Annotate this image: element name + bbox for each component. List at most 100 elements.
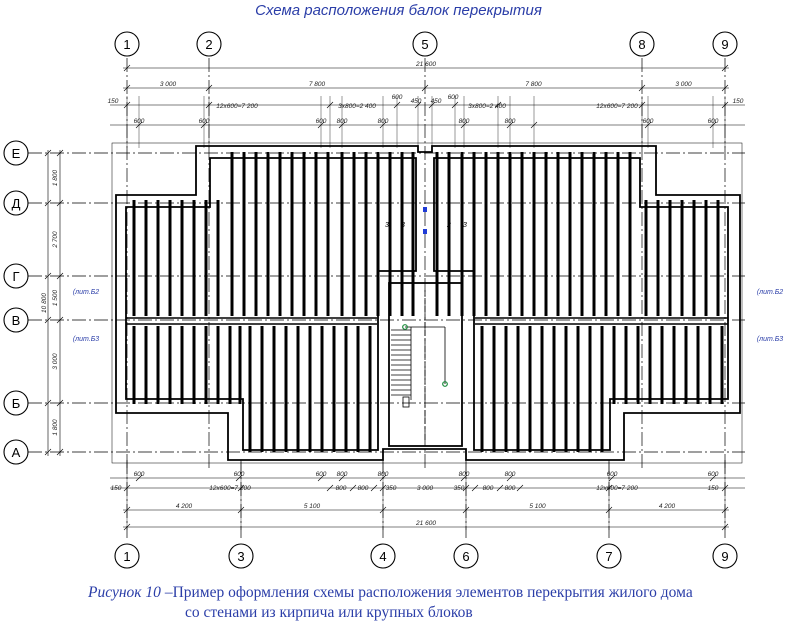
dim-tick — [608, 474, 616, 482]
dim-label: 600 — [134, 471, 145, 478]
axis-bubble-label: 1 — [123, 549, 130, 564]
dim-tick — [44, 448, 52, 456]
axis-bubble — [228, 543, 254, 569]
dim-label: 800 — [358, 485, 369, 492]
dim-label: 3 000 — [160, 81, 177, 88]
dim-label: 3x800=2 400 — [468, 103, 506, 110]
dim-label: 3 000 — [52, 353, 59, 370]
beam-tag: 3 — [463, 222, 467, 229]
outer-wall — [115, 145, 741, 461]
dim-tick — [326, 484, 334, 492]
dim-label: 800 — [337, 118, 348, 125]
beam-tag: 2 — [446, 222, 451, 229]
dim-label: 1 800 — [52, 419, 59, 436]
dim-tick — [349, 484, 357, 492]
dim-tick — [56, 149, 64, 157]
dim-label: 21 600 — [415, 520, 436, 527]
dim-tick — [496, 484, 504, 492]
axis-bubble — [629, 31, 655, 57]
sheet-frame — [111, 142, 743, 464]
dim-label: 7 800 — [525, 81, 542, 88]
dim-tick — [56, 448, 64, 456]
dim-label: 21 600 — [415, 61, 436, 68]
dim-tick — [56, 272, 64, 280]
dim-tick — [44, 316, 52, 324]
beam-tag: 3 — [385, 222, 389, 229]
dim-label: 7 800 — [309, 81, 326, 88]
dim-label: 3 000 — [417, 485, 434, 492]
dim-label: 3x800=2 400 — [338, 103, 376, 110]
dim-label: 800 — [505, 471, 516, 478]
axis-bubble — [370, 543, 396, 569]
axis-bubble-label: 4 — [379, 549, 386, 564]
axis-bubble — [114, 543, 140, 569]
dim-tick — [44, 199, 52, 207]
dim-label: 350 — [454, 485, 465, 492]
dim-label: 2 700 — [52, 231, 59, 249]
dim-tick — [421, 84, 429, 92]
beam-tag: 3 — [401, 222, 405, 229]
dim-tick — [135, 474, 143, 482]
dim-label: 800 — [337, 471, 348, 478]
dim-label: 800 — [336, 485, 347, 492]
axis-bubble — [196, 31, 222, 57]
sheet-ref-label: (лит.Б2 — [757, 289, 783, 296]
dim-tick — [721, 84, 729, 92]
dim-tick — [123, 84, 131, 92]
dim-tick — [506, 474, 514, 482]
dim-tick — [370, 484, 378, 492]
dim-label: 600 — [134, 118, 145, 125]
floor-beams — [132, 152, 724, 452]
axis-bubble-label: Г — [12, 269, 19, 284]
dimension-lines — [44, 64, 745, 531]
node-marker — [423, 229, 427, 234]
caption-line1: Пример оформления схемы расположения эле… — [172, 584, 693, 601]
stair-wall — [388, 282, 463, 447]
dim-label: 4 200 — [659, 503, 676, 510]
dim-label: 450 — [431, 98, 442, 105]
axis-bubble-label: 2 — [205, 37, 212, 52]
dim-label: 800 — [505, 485, 516, 492]
axis-bubble-label: Е — [12, 146, 21, 161]
axis-bubble-label: 8 — [638, 37, 645, 52]
dim-label: 600 — [199, 118, 210, 125]
dim-tick — [44, 272, 52, 280]
axis-bubble-label: 6 — [462, 549, 469, 564]
dim-tick — [123, 64, 131, 72]
diagram-title: Схема расположения балок перекрытия — [255, 2, 542, 19]
dim-tick — [338, 474, 346, 482]
dim-label: 600 — [316, 471, 327, 478]
dim-label: 350 — [386, 485, 397, 492]
axis-bubble — [114, 31, 140, 57]
stair-mark — [402, 396, 410, 408]
axis-bubble — [596, 543, 622, 569]
dim-label: 12x600=7 200 — [596, 103, 638, 110]
dim-label: 800 — [459, 118, 470, 125]
axis-bubble — [3, 390, 29, 416]
dim-label: 800 — [378, 118, 389, 125]
figure-caption: Рисунок 10 –Пример оформления схемы расп… — [88, 583, 693, 623]
axis-bubble-label: 9 — [721, 549, 728, 564]
dim-label: 800 — [378, 471, 389, 478]
inner-wall-left — [125, 157, 417, 451]
dim-label: 5 100 — [529, 503, 546, 510]
axis-bubble-label: В — [12, 313, 21, 328]
axis-bubble-label: 7 — [605, 549, 612, 564]
node-marker — [423, 207, 427, 212]
caption-label: Рисунок 10 — [88, 584, 161, 601]
dim-tick — [709, 474, 717, 482]
dim-label: 1 800 — [52, 169, 59, 186]
dim-tick — [516, 484, 524, 492]
dim-label: 600 — [234, 471, 245, 478]
dim-label: 600 — [708, 118, 719, 125]
dim-tick — [44, 399, 52, 407]
dim-label: 12x600=7 200 — [209, 485, 251, 492]
dim-tick — [56, 199, 64, 207]
caption-dash: – — [160, 584, 173, 601]
dim-tick — [471, 484, 479, 492]
dim-label: 600 — [708, 471, 719, 478]
axis-bubble — [3, 263, 29, 289]
node-marker — [402, 324, 408, 330]
dim-label: 600 — [392, 94, 403, 101]
